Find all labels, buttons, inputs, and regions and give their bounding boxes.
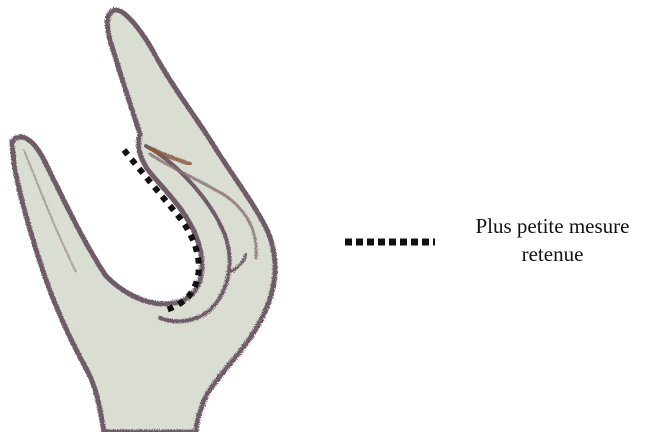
legend-label-line-2: retenue <box>450 240 655 268</box>
legend-label: Plus petite mesure retenue <box>450 212 655 268</box>
legend-label-line-1: Plus petite mesure <box>450 212 655 240</box>
fork-body <box>12 10 275 432</box>
legend-dotted-line <box>345 238 435 246</box>
